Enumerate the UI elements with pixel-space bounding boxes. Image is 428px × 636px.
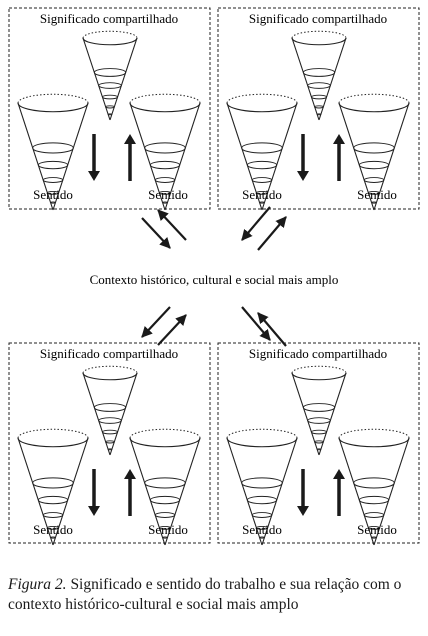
cone-right-icon [129,428,201,546]
arrow-up-icon [333,469,345,516]
cone-left-icon [226,428,298,546]
arrow-tr-down [241,206,271,241]
arrow-bl-up [157,314,187,346]
cone-left-icon [17,428,89,546]
cone-left-icon [226,93,298,211]
exchange-arrows [141,206,287,347]
center-context-label: Contexto histórico, cultural e social ma… [90,272,339,287]
quadrant-borders [8,7,420,544]
quadrant-left-label: Sentido [242,187,282,202]
cone-right-icon [338,93,410,211]
quadrant-left-label: Sentido [33,187,73,202]
arrow-up-icon [333,134,345,181]
arrow-tl-down [141,217,171,249]
arrow-down-icon [88,134,100,181]
quadrant-title: Significado compartilhado [249,346,387,361]
quadrant-border-bottom-left [8,342,211,544]
cone-shared-icon [291,30,347,121]
quadrant-right-label: Sentido [148,522,188,537]
quadrant-title: Significado compartilhado [40,346,178,361]
arrow-up-icon [124,469,136,516]
quadrant-left-label: Sentido [33,522,73,537]
quadrant-right-label: Sentido [148,187,188,202]
quadrant-title: Significado compartilhado [40,11,178,26]
arrow-br-down [241,306,271,341]
quadrant-border-top-left [8,7,211,210]
caption-text: Significado e sentido do trabalho e sua … [8,576,402,613]
cone-shared-icon [82,30,138,121]
quadrant-right-label: Sentido [357,522,397,537]
quadrant-left-label: Sentido [242,522,282,537]
arrow-up-icon [124,134,136,181]
arrow-down-icon [297,469,309,516]
cone-shared-icon [291,365,347,456]
cone-left-icon [17,93,89,211]
quadrant-title: Significado compartilhado [249,11,387,26]
arrow-down-icon [297,134,309,181]
arrow-br-up [257,312,287,347]
quadrant-border-top-right [217,7,420,210]
cone-right-icon [338,428,410,546]
figure-label: Figura 2. [8,576,67,593]
quadrant-border-bottom-right [217,342,420,544]
arrow-down-icon [88,469,100,516]
arrow-tl-up [157,209,187,241]
quadrant-right-label: Sentido [357,187,397,202]
cone-right-icon [129,93,201,211]
cone-shared-icon [82,365,138,456]
figure-caption: Figura 2. Significado e sentido do traba… [8,575,422,615]
arrow-tr-up [257,216,287,251]
arrow-bl-down [141,306,171,338]
